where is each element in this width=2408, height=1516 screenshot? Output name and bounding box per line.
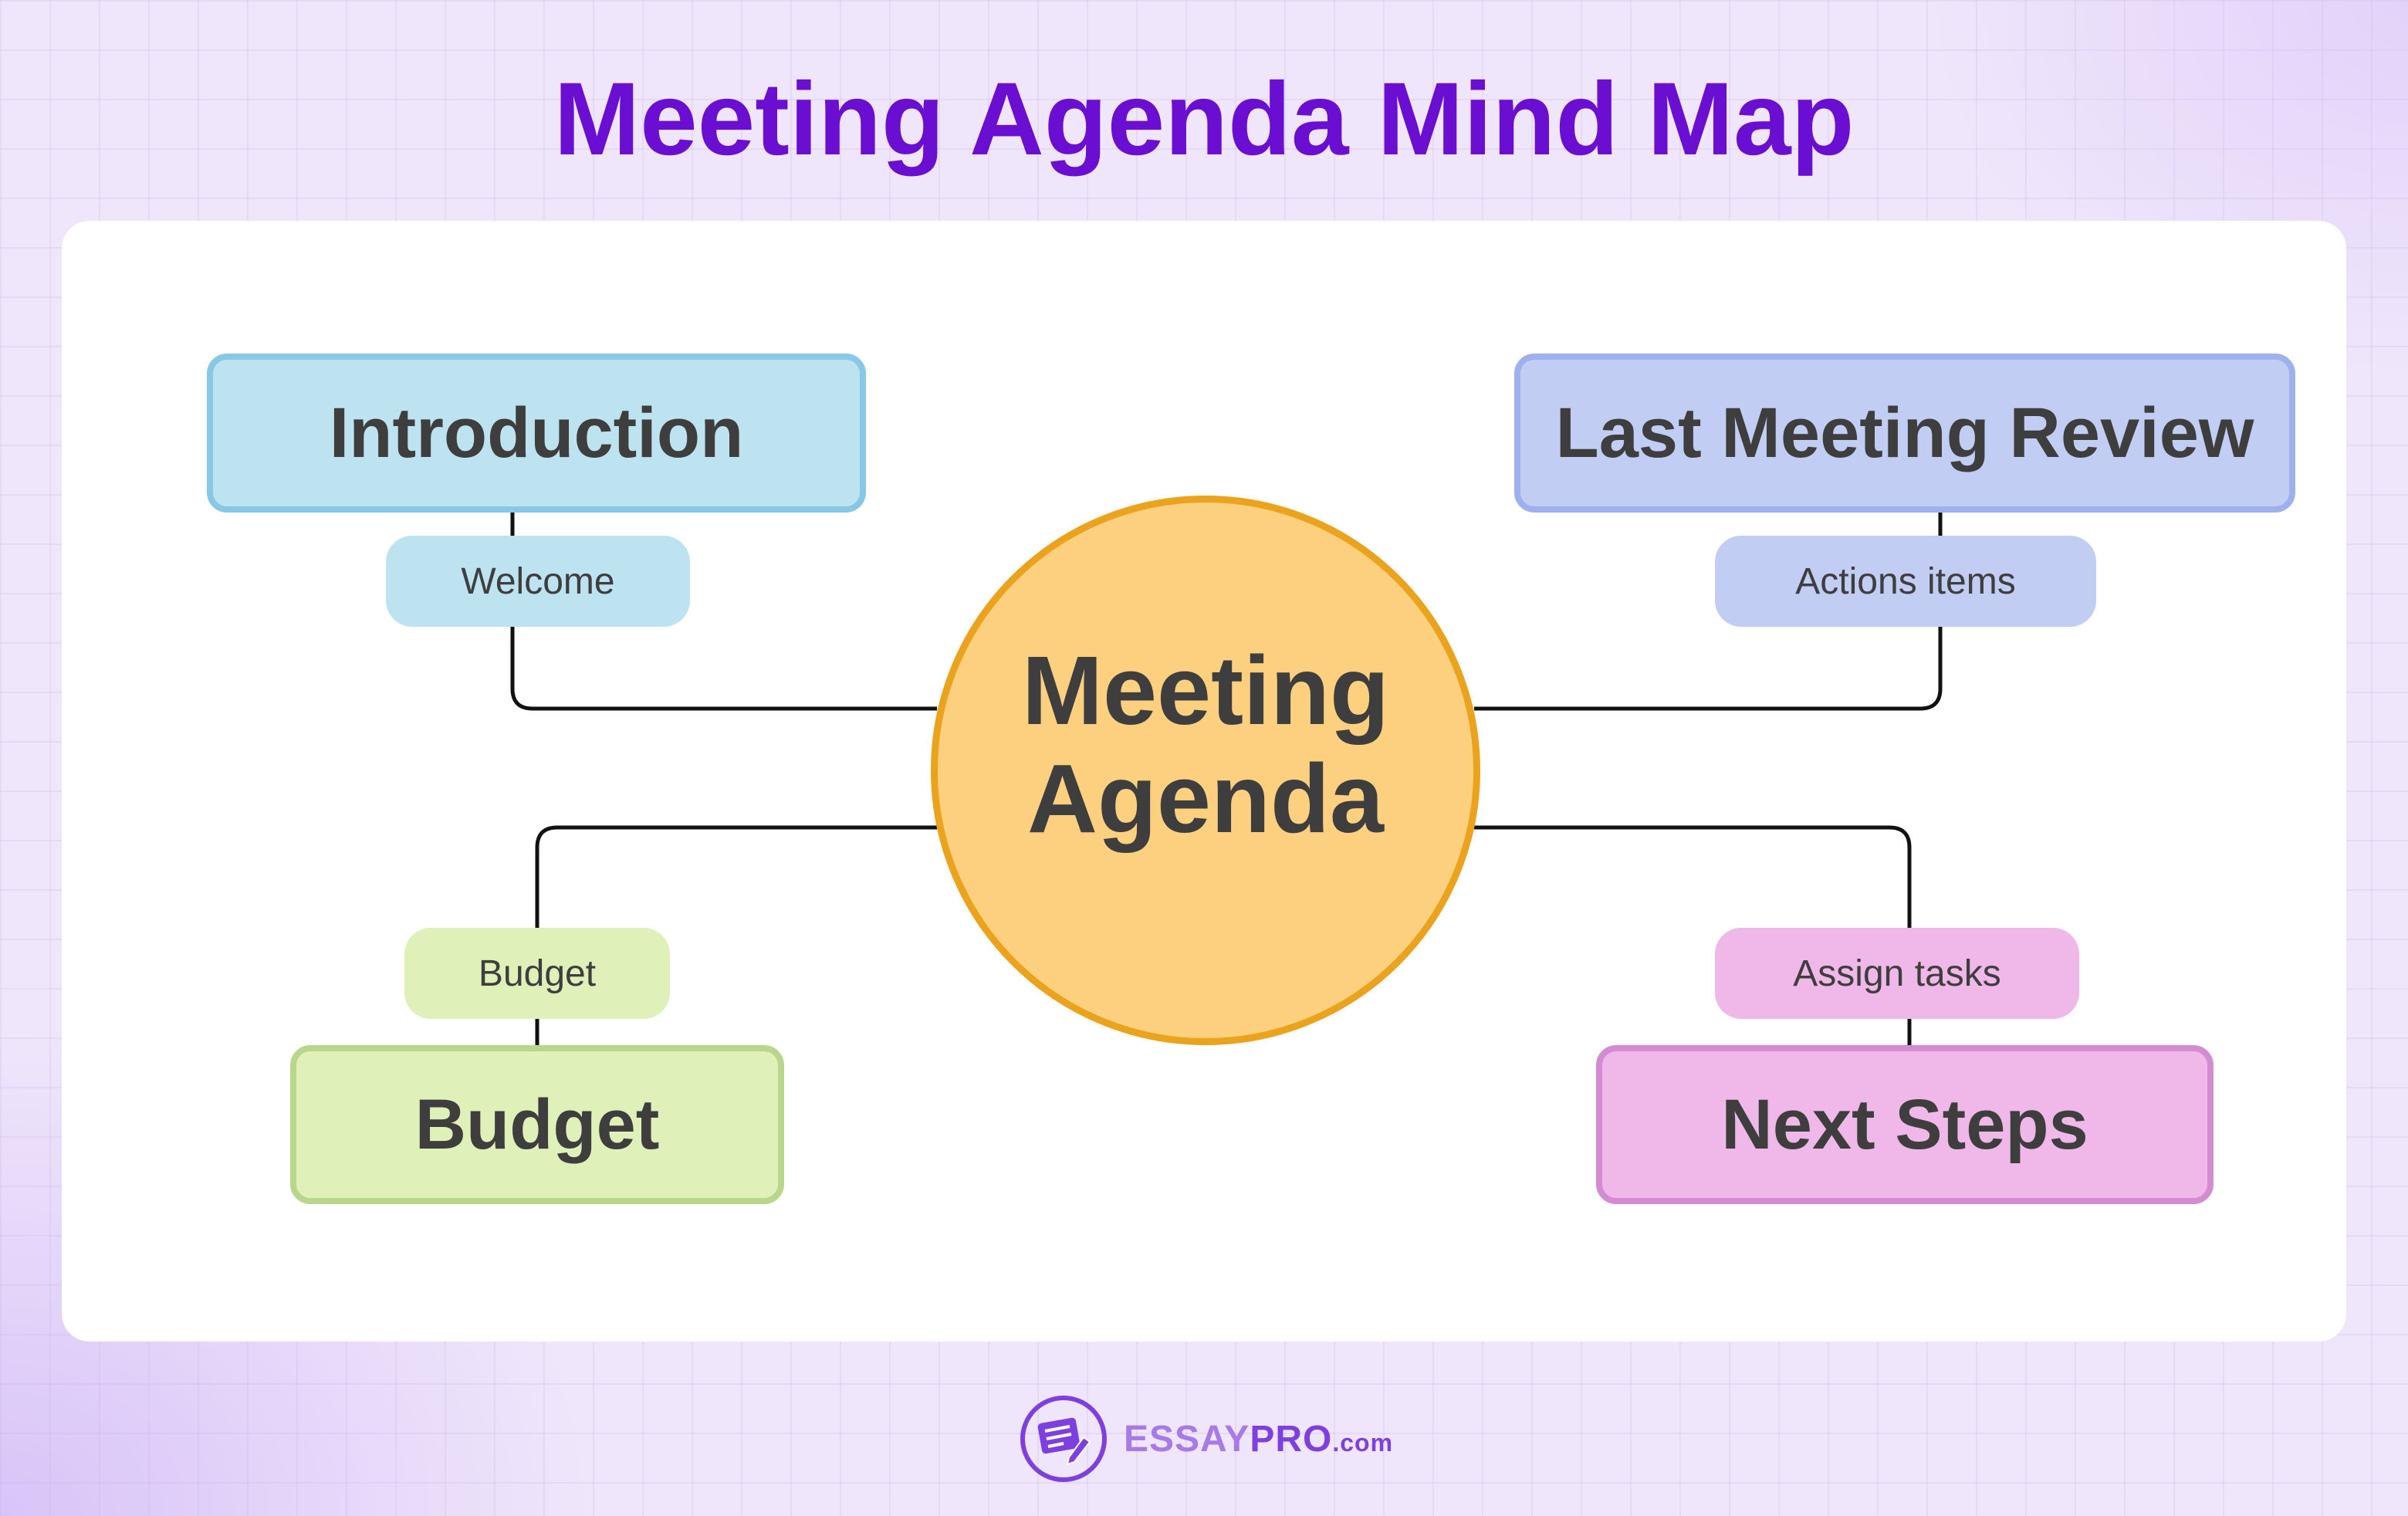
node-introduction-label: Introduction — [329, 393, 744, 472]
node-budget-label: Budget — [414, 1085, 660, 1164]
node-last-meeting-review-label: Last Meeting Review — [1555, 393, 2254, 472]
node-budget: Budget — [290, 1045, 784, 1204]
connector-last-meeting-review — [1474, 513, 1943, 711]
central-node: Meeting Agenda — [931, 496, 1480, 1045]
subtopic-actions-items: Actions items — [1715, 536, 2096, 627]
brand-wordmark-essay: ESSAY — [1124, 1418, 1250, 1460]
node-introduction: Introduction — [207, 354, 866, 513]
brand-wordmark-com: .com — [1332, 1428, 1394, 1457]
subtopic-welcome: Welcome — [386, 536, 690, 627]
node-last-meeting-review: Last Meeting Review — [1514, 354, 2295, 513]
notepad-pen-icon — [1020, 1396, 1107, 1482]
brand-logo: ESSAYPRO.com — [1019, 1394, 1393, 1484]
connector-introduction — [510, 513, 937, 711]
connector-next-steps — [1474, 825, 1912, 1045]
subtopic-budget: Budget — [404, 928, 670, 1019]
brand-wordmark-pro: PRO — [1250, 1418, 1333, 1460]
node-next-steps-label: Next Steps — [1721, 1085, 2088, 1164]
node-next-steps: Next Steps — [1596, 1045, 2214, 1204]
connector-budget — [535, 825, 937, 1045]
central-node-line1: Meeting — [1021, 636, 1389, 745]
central-node-line2: Agenda — [1026, 744, 1385, 853]
page-title: Meeting Agenda Mind Map — [553, 62, 1855, 177]
subtopic-assign-tasks: Assign tasks — [1715, 928, 2079, 1019]
brand-wordmark: ESSAYPRO.com — [1124, 1418, 1393, 1460]
